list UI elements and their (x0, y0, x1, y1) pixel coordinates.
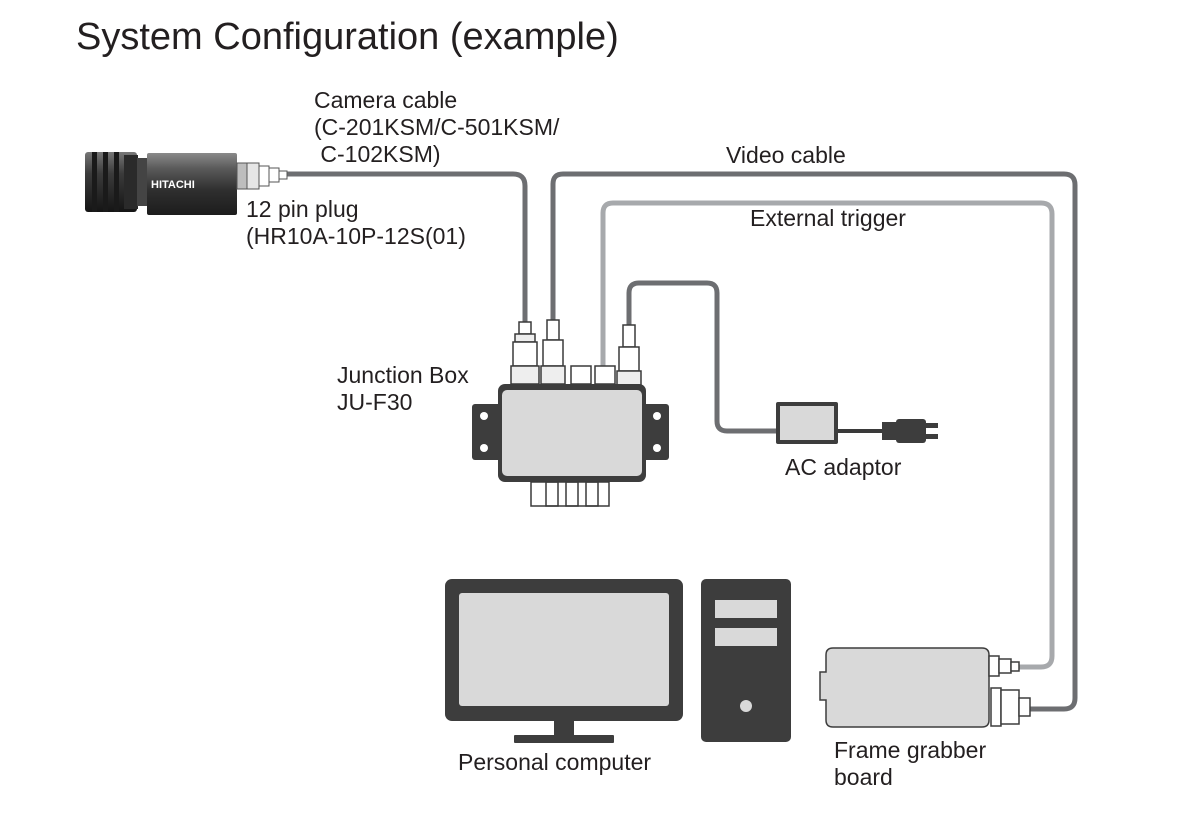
camera-icon: HITACHI (85, 152, 288, 215)
page-title: System Configuration (example) (76, 16, 619, 58)
frame-grabber-icon (819, 647, 1031, 728)
ac-adaptor-label: AC adaptor (785, 454, 902, 480)
monitor-icon (445, 579, 683, 743)
external-trigger-label: External trigger (750, 205, 906, 231)
video-cable (550, 171, 1078, 712)
ac-adaptor-cable (626, 280, 781, 434)
ac-adaptor-icon (776, 402, 938, 444)
personal-computer-label: Personal computer (458, 749, 652, 775)
camera-cable-label: Camera cable (C-201KSM/C-501KSM/ C-102KS… (314, 87, 560, 167)
junction-connectors (510, 319, 642, 386)
video-cable-label: Video cable (726, 142, 846, 168)
junction-box-label: Junction Box JU-F30 (337, 362, 469, 415)
camera-brand: HITACHI (151, 179, 195, 191)
plug-label: 12 pin plug (HR10A-10P-12S(01) (246, 196, 466, 249)
pc-tower-icon (701, 579, 791, 742)
camera-cable (284, 171, 528, 325)
junction-box-icon (472, 384, 669, 507)
frame-grabber-label: Frame grabber board (834, 737, 987, 790)
external-trigger-cable (600, 200, 1055, 670)
cables (284, 171, 1078, 712)
